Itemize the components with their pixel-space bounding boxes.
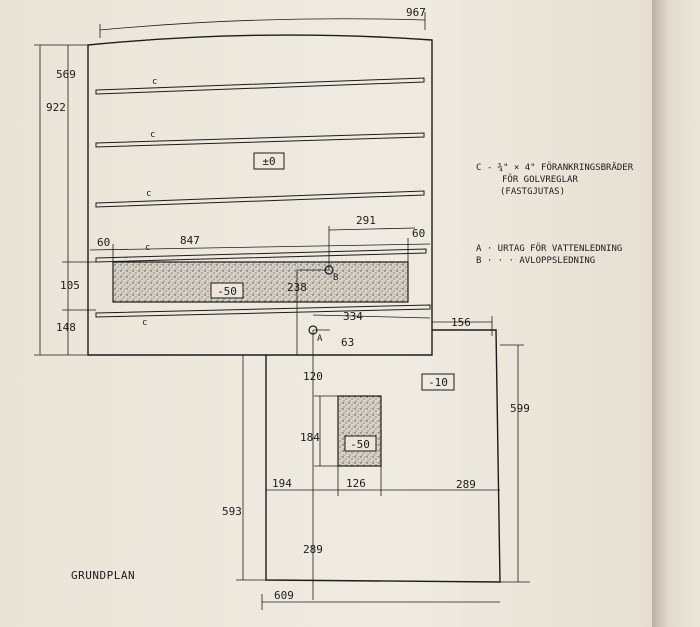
main-pit-level-box [210,282,244,299]
dim-pit-width: 126 [346,477,366,490]
dim-middle-span: 847 [180,234,200,247]
legend: C - ¾" × 4" FÖRANKRINGSBRÄDER FÖR GOLVRE… [476,162,634,266]
legend-c-line2: FÖR GOLVREGLAR [502,174,578,185]
dim-extension-height: 599 [510,402,530,415]
dim-extension-right: 156 [451,316,471,329]
dim-pit-left-offset: 194 [272,477,292,490]
dim-lower-height: 593 [222,505,242,518]
floor-level-marker: ±0 [262,155,275,168]
main-pit [112,261,409,303]
dim-pipe-a-offset: 63 [341,336,354,349]
dim-pit-height: 184 [300,431,320,444]
dim-pit-right-offset: 289 [456,478,476,491]
small-pit-level-box [344,435,377,452]
dim-lower-width: 609 [274,589,294,602]
pipe-point-b-label: B [333,273,338,283]
anchor-boards [95,77,431,318]
dim-pipe-b-offset: 291 [356,214,376,227]
main-pit-level: -50 [217,285,237,298]
board-label-2: c [150,130,155,140]
dim-top-offset: 569 [56,68,76,81]
board-label-1: c [152,77,157,87]
legend-c-line3: (FASTGJUTAS) [500,187,565,197]
legend-c-line1: C - ¾" × 4" FÖRANKRINGSBRÄDER [476,162,634,173]
dimension-lines [34,12,530,610]
extension-level-box [421,373,455,391]
plan-title: GRUNDPLAN [71,569,135,582]
pipe-point-a-label: A [317,334,323,344]
dim-lower-band: 105 [60,279,80,292]
dim-left-margin: 60 [97,236,110,249]
legend-b-line: B · · · AVLOPPSLEDNING [476,256,595,266]
paper-page [0,0,656,627]
extension-outline [265,329,501,583]
floor-level-marker-box [253,152,285,170]
extension-level: -10 [428,376,448,389]
dim-pipe-b-height: 238 [287,281,307,294]
board-label-3: c [146,189,151,199]
dim-pit-bottom-offset: 289 [303,543,323,556]
board-label-5: c [142,318,147,328]
dim-top-width: 967 [406,6,426,19]
main-floor-outline [87,34,433,356]
dim-right-margin: 60 [412,227,425,240]
book-gutter [652,0,700,627]
small-pit-level: -50 [350,438,370,451]
dim-pit-top-offset: 120 [303,370,323,383]
small-pit [337,395,382,467]
legend-a-line: A · URTAG FÖR VATTENLEDNING [476,243,622,254]
dim-total-height: 922 [46,101,66,114]
dim-bottom-band: 148 [56,321,76,334]
dim-cutout-right: 334 [343,310,363,323]
board-label-4: c [145,243,150,253]
